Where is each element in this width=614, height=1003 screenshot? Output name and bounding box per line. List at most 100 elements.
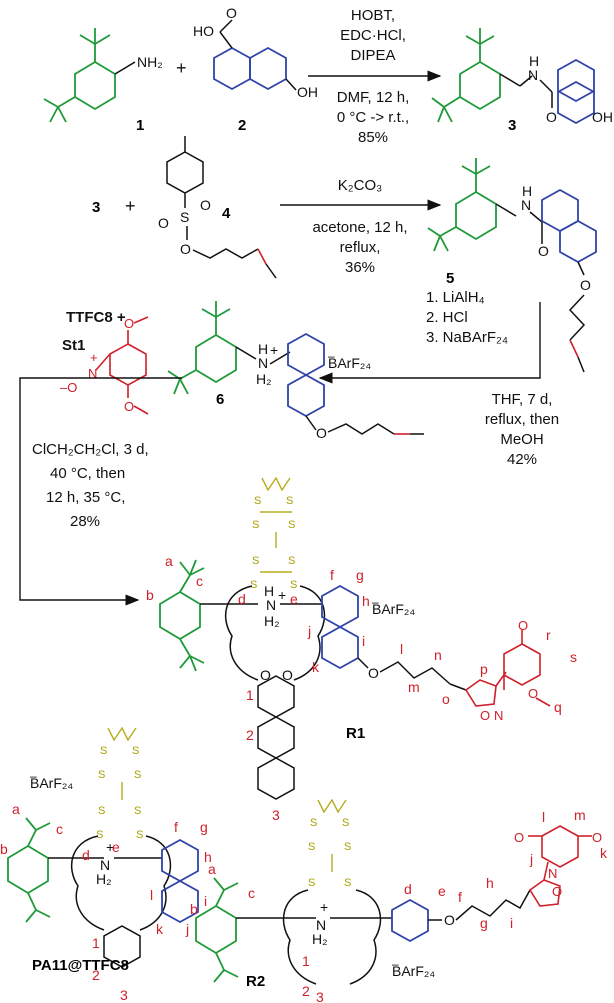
svg-text:l: l (400, 641, 403, 657)
svg-text:36%: 36% (345, 259, 375, 276)
compound-6-label: 6 (216, 391, 224, 408)
svg-text:l: l (150, 887, 153, 903)
svg-text:i: i (510, 915, 513, 931)
compound-5-label: 5 (446, 270, 454, 287)
svg-text:N: N (528, 67, 538, 83)
svg-text:+: + (90, 350, 98, 365)
svg-text:O: O (124, 316, 134, 331)
svg-text:0 °C -> r.t.,: 0 °C -> r.t., (337, 109, 409, 126)
svg-text:O: O (124, 399, 134, 414)
svg-text:H₂: H₂ (96, 871, 112, 887)
svg-text:d: d (238, 591, 246, 607)
hydroxyl-label: HO (193, 23, 214, 39)
svg-text:f: f (174, 819, 178, 835)
svg-text:1: 1 (246, 687, 254, 703)
svg-text:O: O (282, 667, 293, 683)
svg-text:BArF₂₄: BArF₂₄ (372, 601, 415, 617)
svg-text:3: 3 (316, 989, 324, 1003)
svg-text:BArF₂₄: BArF₂₄ (328, 355, 371, 371)
compound-3-reagent-label: 3 (92, 199, 100, 216)
svg-text:o: o (442, 691, 450, 707)
svg-text:k: k (600, 845, 608, 861)
compound-1-label: 1 (136, 117, 144, 134)
compound-5: H N O O 5 (427, 158, 597, 373)
svg-text:S: S (250, 579, 257, 591)
svg-text:1: 1 (92, 935, 100, 951)
svg-text:S: S (180, 209, 189, 225)
compound-3: H N O OH 3 (431, 28, 613, 134)
compound-2: HO O OH 2 (193, 5, 318, 134)
svg-text:i: i (204, 893, 207, 909)
svg-text:S: S (344, 877, 351, 889)
svg-text:+: + (278, 587, 286, 603)
svg-text:b: b (0, 841, 8, 857)
svg-text:1. LiAlH₄: 1. LiAlH₄ (426, 289, 485, 306)
arrow-step4 (19, 377, 182, 606)
svg-text:O: O (528, 686, 538, 701)
svg-text:N: N (100, 857, 110, 873)
svg-text:m: m (574, 807, 586, 823)
svg-text:–: – (372, 595, 379, 609)
carbonyl-o-label: O (226, 5, 237, 21)
rotaxane-R2-label: R2 (246, 973, 265, 990)
compound-2-label: 2 (238, 117, 246, 134)
svg-text:S: S (288, 519, 295, 531)
svg-text:N: N (88, 366, 97, 381)
svg-text:i: i (362, 633, 365, 649)
svg-text:N: N (266, 597, 276, 613)
svg-text:j: j (307, 623, 311, 639)
rotaxane-R2: S S S S S S + N H₂ O N O O O BArF₂₄ – R2… (190, 798, 608, 1003)
step1-conditions: HOBT, EDC·HCl, DIPEA DMF, 12 h, 0 °C -> … (337, 7, 410, 146)
svg-text:2: 2 (246, 727, 254, 743)
svg-text:d: d (404, 881, 412, 897)
svg-text:O: O (200, 197, 211, 213)
svg-text:S: S (286, 495, 293, 507)
svg-text:N: N (521, 197, 531, 213)
svg-text:g: g (200, 819, 208, 835)
svg-text:S: S (288, 555, 295, 567)
compound-4-label: 4 (222, 205, 231, 222)
svg-text:EDC·HCl,: EDC·HCl, (340, 27, 406, 44)
svg-text:s: s (570, 649, 577, 665)
rotaxane-R1: S S S S S S S S O O H N + H₂ O (146, 476, 577, 823)
svg-text:S: S (308, 877, 315, 889)
svg-text:–: – (30, 769, 37, 783)
svg-text:e: e (438, 883, 446, 899)
svg-text:f: f (458, 889, 462, 905)
svg-text:h: h (362, 593, 370, 609)
svg-text:c: c (196, 573, 203, 589)
step2-conditions: K₂CO₃ acetone, 12 h, reflux, 36% (312, 177, 407, 276)
svg-text:3. NaBArF₂₄: 3. NaBArF₂₄ (426, 329, 508, 346)
svg-text:H: H (529, 53, 539, 69)
svg-text:b: b (146, 587, 154, 603)
arrow-step3 (318, 302, 541, 384)
svg-text:a: a (208, 861, 216, 877)
svg-text:12 h, 35 °C,: 12 h, 35 °C, (46, 489, 125, 506)
svg-text:O: O (546, 109, 557, 125)
svg-text:S: S (290, 579, 297, 591)
rotaxane-PA11-label: PA11@TTFC8 (32, 957, 129, 974)
svg-text:h: h (486, 875, 494, 891)
svg-text:S: S (98, 769, 105, 781)
svg-text:1: 1 (302, 953, 310, 969)
svg-text:O: O (444, 912, 455, 928)
svg-text:St1: St1 (62, 337, 85, 354)
rotaxane-PA11: BArF₂₄ – S S S S S S S S + N H₂ PA11@TTF… (0, 726, 212, 1003)
svg-text:ClCH₂CH₂Cl, 3 d,: ClCH₂CH₂Cl, 3 d, (32, 441, 149, 458)
svg-text:–: – (392, 957, 399, 971)
svg-text:THF, 7 d,: THF, 7 d, (492, 391, 553, 408)
svg-text:OH: OH (592, 109, 613, 125)
svg-text:g: g (356, 567, 364, 583)
svg-text:S: S (254, 495, 261, 507)
svg-text:k: k (156, 921, 164, 937)
svg-text:2: 2 (302, 983, 310, 999)
st1-reagent: TTFC8 + St1 O O N + –O (60, 309, 149, 415)
compound-4: S O O O 4 (158, 136, 277, 279)
svg-text:k: k (312, 659, 320, 675)
svg-text:BArF₂₄: BArF₂₄ (30, 775, 73, 791)
step3-conditions: 1. LiAlH₄ 2. HCl 3. NaBArF₂₄ THF, 7 d, r… (426, 289, 559, 468)
svg-text:a: a (165, 553, 173, 569)
svg-text:DIPEA: DIPEA (350, 47, 395, 64)
svg-text:O: O (518, 618, 528, 633)
